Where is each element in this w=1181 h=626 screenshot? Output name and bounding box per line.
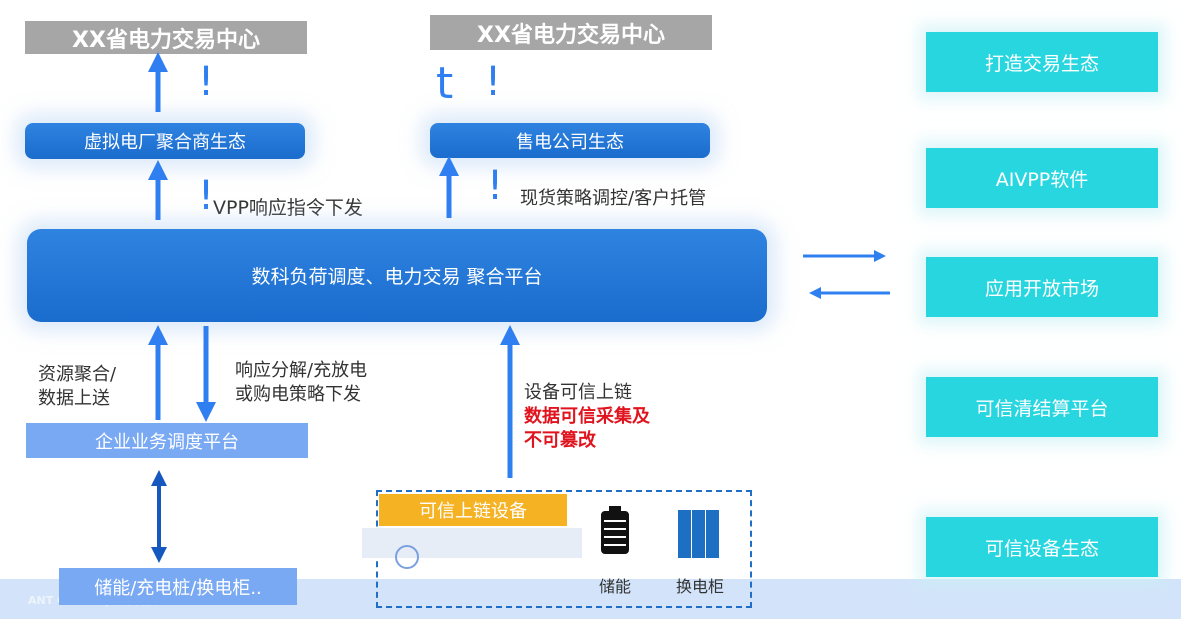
exclamation-icon: ! — [198, 173, 215, 219]
devices-box: 储能/充电桩/换电柜.. — [59, 568, 297, 605]
exclamation-icon: ! — [485, 59, 502, 105]
label-line: 数据上送 — [38, 388, 110, 409]
storage-label: 储能 — [599, 577, 632, 596]
trading-center-right: XX省电力交易中心 — [430, 15, 712, 50]
label-line: 响应分解/充放电 — [235, 360, 368, 381]
right-item-device-ecosystem: 可信设备生态 — [926, 517, 1158, 577]
label-line: 资源聚合/ — [38, 364, 117, 385]
left-down-label: 响应分解/充放电 或购电策略下发 — [235, 359, 367, 407]
right-item-trading-ecosystem: 打造交易生态 — [926, 32, 1158, 92]
t-glyph: t — [436, 58, 454, 109]
swap-cabinet-icon — [678, 510, 720, 558]
retail-ecosystem: 售电公司生态 — [430, 123, 710, 158]
left-up-label: 资源聚合/ 数据上送 — [38, 363, 116, 411]
label-line: 设备可信上链 — [524, 382, 632, 403]
right-item-aivpp: AIVPP软件 — [926, 148, 1158, 208]
trading-center-left: XX省电力交易中心 — [25, 21, 307, 54]
right-item-settlement: 可信清结算平台 — [926, 377, 1158, 437]
exclamation-icon: ! — [198, 59, 215, 105]
trusted-device-label: 可信上链设备 — [379, 494, 567, 526]
aggregation-platform: 数科负荷调度、电力交易 聚合平台 — [27, 229, 767, 322]
vpp-label: VPP响应指令下发 — [213, 197, 363, 219]
swap-label: 换电柜 — [676, 577, 725, 596]
label-line: 或购电策略下发 — [235, 384, 361, 405]
battery-icon — [601, 506, 629, 560]
vpp-ecosystem: 虚拟电厂聚合商生态 — [25, 123, 305, 159]
chain-label: 设备可信上链 数据可信采集及 不可篡改 — [524, 381, 650, 453]
enterprise-platform: 企业业务调度平台 — [26, 423, 308, 458]
blockchain-icon — [395, 545, 419, 569]
right-item-app-market: 应用开放市场 — [926, 257, 1158, 317]
label-red: 不可篡改 — [524, 430, 596, 451]
retail-label: 现货策略调控/客户托管 — [520, 188, 707, 209]
label-red: 数据可信采集及 — [524, 406, 650, 427]
exclamation-icon: ! — [487, 163, 504, 209]
